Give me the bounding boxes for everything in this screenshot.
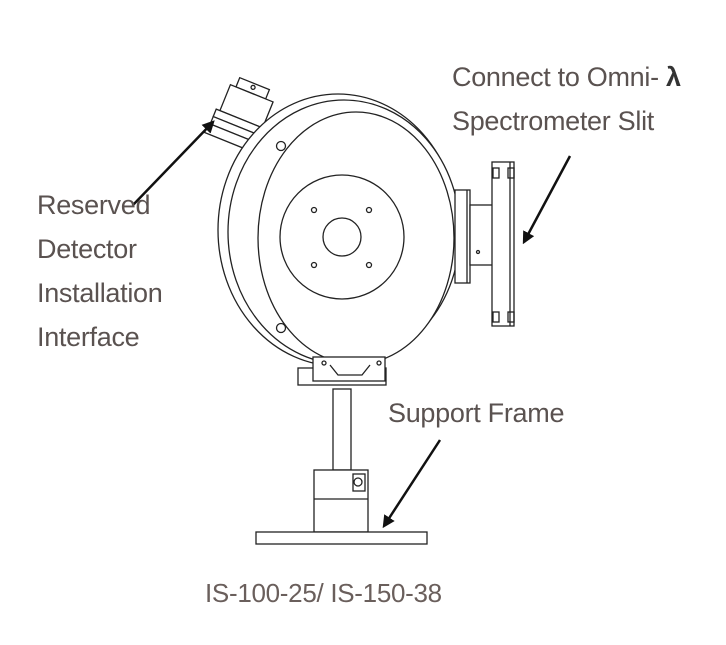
mount-hole: [365, 206, 373, 214]
base-plate: [255, 531, 428, 545]
arrow-detector: [132, 120, 215, 206]
detector-label-line: Reserved: [37, 190, 151, 220]
arrow-spectrometer: [522, 155, 572, 245]
support-label: Support Frame: [388, 398, 565, 428]
detector-label-line: Detector: [37, 234, 137, 264]
support-post: [332, 388, 352, 471]
model-caption: IS-100-25/ IS-150-38: [205, 578, 442, 608]
arrow-support: [382, 439, 442, 529]
screw-icon: [275, 140, 287, 152]
clamp-block: [313, 469, 369, 533]
detector-label-line: Interface: [37, 322, 140, 352]
detector-label-line: Installation: [37, 278, 163, 308]
sphere-front: [257, 111, 455, 365]
spectrometer-label-row: Connect to Omni- λ: [452, 55, 681, 99]
support-frame: [255, 388, 428, 545]
exit-port: [454, 161, 515, 327]
mount-hole: [310, 206, 318, 214]
mount-hole: [310, 261, 318, 269]
lambda-symbol: λ: [666, 62, 681, 92]
mount-hole: [365, 261, 373, 269]
screw-icon: [275, 322, 287, 334]
detector-label: Reserved Detector Installation Interface: [37, 183, 163, 359]
center-port: [322, 217, 362, 257]
clamp-screw-icon: [353, 477, 363, 487]
spectrometer-label: Connect to Omni- λ Spectrometer Slit: [452, 55, 681, 143]
front-disc: [279, 174, 405, 300]
mount-bracket: [297, 356, 387, 386]
spectrometer-label-line1: Connect to Omni-: [452, 62, 659, 92]
spectrometer-label-line2: Spectrometer Slit: [452, 106, 654, 136]
